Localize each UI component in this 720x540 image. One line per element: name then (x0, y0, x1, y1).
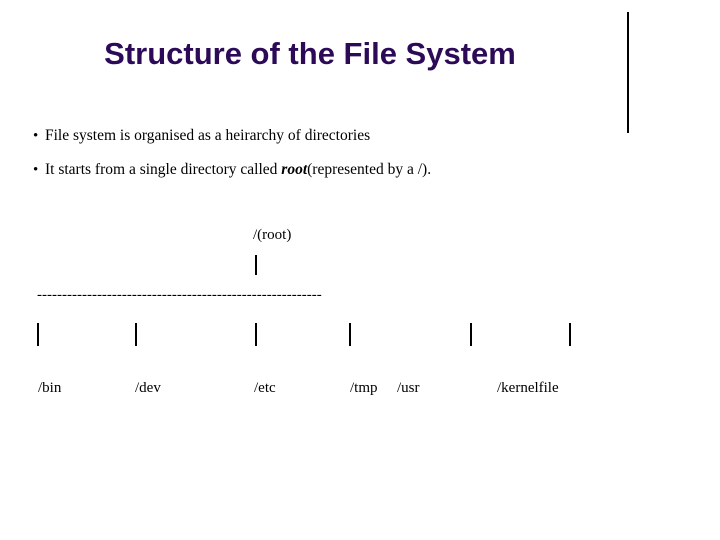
bullet-item-2-emphasis: root (281, 161, 308, 178)
tree-branch-stem-etc (255, 323, 257, 346)
tree-root-label: /(root) (253, 227, 292, 243)
tree-node-label-etc: /etc (254, 380, 276, 396)
tree-branch-stem-dev (135, 323, 137, 346)
tree-node-label-dev: /dev (135, 380, 161, 396)
bullet-item-2: • It starts from a single directory calle… (33, 160, 431, 180)
tree-branch-stem-bin (37, 323, 39, 346)
bullet-item-2-text-after: (represented by a /). (307, 161, 432, 178)
tree-node-label-tmp: /tmp (350, 380, 378, 396)
tree-node-label-usr: /usr (397, 380, 420, 396)
bullet-dot-icon: • (33, 128, 39, 144)
tree-node-label-kernelfile: /kernelfile (497, 380, 559, 396)
tree-branch-stem-tmp (349, 323, 351, 346)
right-vertical-rule-decoration (627, 12, 629, 133)
tree-horizontal-connector: ----------------------------------------… (37, 288, 322, 303)
tree-root-stem (255, 255, 257, 275)
bullet-item-2-text-before: It starts from a single directory called (45, 161, 282, 178)
bullet-item-1-text: File system is organised as a heirarchy … (45, 127, 371, 144)
bullet-dot-icon: • (33, 162, 39, 178)
tree-branch-stem-usr (470, 323, 472, 346)
tree-node-label-bin: /bin (38, 380, 62, 396)
tree-branch-stem-kernelfile (569, 323, 571, 346)
bullet-item-1: • File system is organised as a heirarchy… (33, 126, 370, 146)
page-title: Structure of the File System (104, 36, 516, 71)
